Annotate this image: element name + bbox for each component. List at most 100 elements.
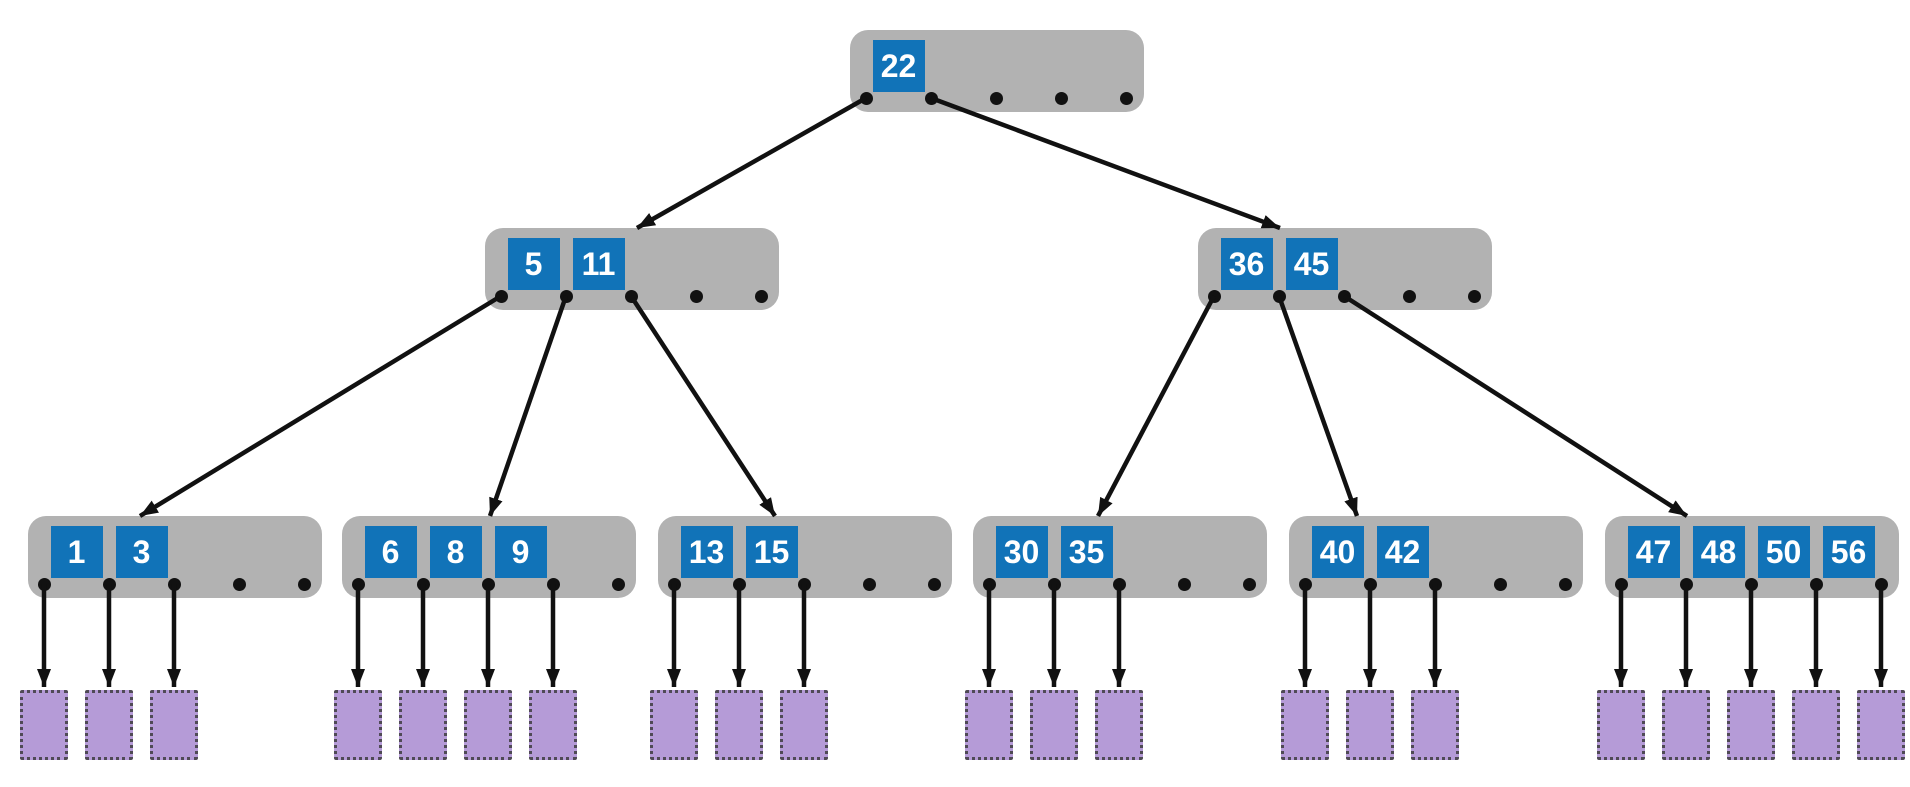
pointer-dot [1242, 577, 1256, 591]
pointer-dot [1119, 91, 1133, 105]
pointer-dot [862, 577, 876, 591]
pointer-dot [1614, 577, 1628, 591]
pointer-dot [1744, 577, 1758, 591]
pointer-dot [1337, 289, 1351, 303]
pointer-dot [927, 577, 941, 591]
data-block [1346, 690, 1394, 760]
data-block [965, 690, 1013, 760]
pointer-dot [1809, 577, 1823, 591]
key-cell-leaf-1-3-0: 1 [50, 526, 103, 578]
edge-arrow [635, 96, 868, 230]
key-cell-leaf-30-35-0: 30 [995, 526, 1048, 578]
edge-arrow [1096, 294, 1216, 518]
pointer-dot [624, 289, 638, 303]
pointer-dot [1679, 577, 1693, 591]
pointer-dot [494, 289, 508, 303]
data-block [1281, 690, 1329, 760]
pointer-dot [989, 91, 1003, 105]
key-cell-leaf-6-8-9-0: 6 [364, 526, 417, 578]
data-block [1095, 690, 1143, 760]
pointer-dot [37, 577, 51, 591]
pointer-dot [297, 577, 311, 591]
key-cell-leaf-30-35-1: 35 [1060, 526, 1113, 578]
key-cell-n5-11-0: 5 [507, 238, 560, 290]
pointer-dot [1272, 289, 1286, 303]
pointer-dot [167, 577, 181, 591]
pointer-dot [1054, 91, 1068, 105]
data-block [1727, 690, 1775, 760]
pointer-dot [689, 289, 703, 303]
pointer-dot [1363, 577, 1377, 591]
data-block [1597, 690, 1645, 760]
pointer-dot [1558, 577, 1572, 591]
data-block [529, 690, 577, 760]
data-block [464, 690, 512, 760]
data-block [650, 690, 698, 760]
edge-arrow [629, 294, 777, 518]
key-cell-leaf-6-8-9-2: 9 [494, 526, 547, 578]
data-block [780, 690, 828, 760]
pointer-dot [1428, 577, 1442, 591]
data-block [85, 690, 133, 760]
btree-node-root: 22 [850, 30, 1144, 112]
pointer-dot [416, 577, 430, 591]
pointer-dot [1047, 577, 1061, 591]
pointer-dot [1207, 289, 1221, 303]
pointer-dot [754, 289, 768, 303]
key-cell-leaf-13-15-1: 15 [745, 526, 798, 578]
key-cell-n5-11-1: 11 [572, 238, 625, 290]
data-block [1662, 690, 1710, 760]
key-cell-leaf-47-48-50-56-0: 47 [1627, 526, 1680, 578]
pointer-dot [546, 577, 560, 591]
pointer-dot [1112, 577, 1126, 591]
data-block [399, 690, 447, 760]
data-block [1411, 690, 1459, 760]
edge-arrow [138, 294, 503, 518]
edge-arrow [1342, 294, 1689, 518]
key-cell-leaf-40-42-0: 40 [1311, 526, 1364, 578]
pointer-dot [924, 91, 938, 105]
key-cell-leaf-40-42-1: 42 [1376, 526, 1429, 578]
pointer-dot [351, 577, 365, 591]
pointer-dot [667, 577, 681, 591]
key-cell-leaf-6-8-9-1: 8 [429, 526, 482, 578]
pointer-dot [1467, 289, 1481, 303]
key-cell-n36-45-1: 45 [1285, 238, 1338, 290]
pointer-dot [232, 577, 246, 591]
data-block [1030, 690, 1078, 760]
edge-arrow [487, 295, 569, 517]
key-cell-leaf-47-48-50-56-1: 48 [1692, 526, 1745, 578]
pointer-dot [982, 577, 996, 591]
edge-arrow [1276, 295, 1360, 517]
data-block [334, 690, 382, 760]
pointer-dot [1493, 577, 1507, 591]
data-block [1857, 690, 1905, 760]
pointer-dot [859, 91, 873, 105]
key-cell-leaf-47-48-50-56-3: 56 [1822, 526, 1875, 578]
pointer-dot [732, 577, 746, 591]
key-cell-n36-45-0: 36 [1220, 238, 1273, 290]
data-block [150, 690, 198, 760]
data-block [1792, 690, 1840, 760]
data-block [715, 690, 763, 760]
pointer-dot [102, 577, 116, 591]
key-cell-leaf-13-15-0: 13 [680, 526, 733, 578]
pointer-dot [797, 577, 811, 591]
key-cell-leaf-47-48-50-56-2: 50 [1757, 526, 1810, 578]
data-block [20, 690, 68, 760]
pointer-dot [1177, 577, 1191, 591]
pointer-dot [1874, 577, 1888, 591]
pointer-dot [559, 289, 573, 303]
edge-arrow [930, 95, 1281, 231]
key-cell-leaf-1-3-1: 3 [115, 526, 168, 578]
pointer-dot [1402, 289, 1416, 303]
